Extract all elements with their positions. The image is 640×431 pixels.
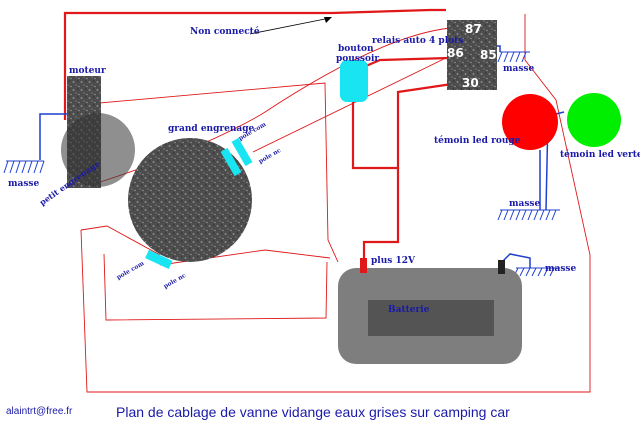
battery-inner-panel xyxy=(368,300,494,336)
wire-to-plus12v xyxy=(362,168,400,258)
ground-symbols xyxy=(3,51,560,277)
relay-pin-86: 86 xyxy=(447,46,464,60)
annotation-arrow xyxy=(249,17,332,35)
wire-button-to-30 xyxy=(351,82,453,170)
thick-wires xyxy=(63,8,453,258)
label-temoin-verte: témoin led verte xyxy=(560,150,640,160)
label-moteur: moteur xyxy=(69,66,106,76)
footer-email: alaintrt@free.fr xyxy=(6,406,73,417)
pole-contact-nc-top xyxy=(220,147,242,177)
wire-outline-right xyxy=(80,14,591,393)
label-masse-left: masse xyxy=(8,179,40,189)
label-temoin-rouge: témoin led rouge xyxy=(434,136,521,146)
battery-positive-terminal xyxy=(360,258,367,273)
wire-outline-lower xyxy=(103,253,328,321)
wire-battery-ground xyxy=(499,253,531,268)
battery-negative-terminal xyxy=(498,260,505,274)
pole-contact-com-top xyxy=(231,137,253,167)
ground-left xyxy=(3,160,45,174)
ground-leds xyxy=(497,209,560,221)
label-plus-12v: plus 12V xyxy=(371,256,415,266)
relay-pin-30: 30 xyxy=(462,76,479,90)
small-gear xyxy=(61,113,135,187)
wire-top xyxy=(63,8,446,120)
push-button xyxy=(340,60,368,102)
wire-motor-ground xyxy=(39,113,67,160)
label-relais: relais auto 4 plots xyxy=(372,36,464,46)
pole-contact-bottom xyxy=(145,249,173,270)
wire-button-to-relay xyxy=(365,56,450,68)
ground-relay xyxy=(497,51,530,63)
wire-pole-to-relay xyxy=(252,55,451,153)
label-masse-battery: masse xyxy=(545,264,577,274)
label-bouton-line1: bouton xyxy=(338,44,374,54)
label-bouton-line2: poussoir xyxy=(336,54,380,64)
label-grand-engrenage: grand engrenage xyxy=(168,124,255,134)
label-batterie: Batterie xyxy=(388,305,430,315)
label-non-connecte: Non connecté xyxy=(190,27,260,37)
red-led xyxy=(502,94,558,150)
label-masse-relay: masse xyxy=(503,64,535,74)
relay xyxy=(447,20,497,90)
green-led xyxy=(567,93,621,147)
big-gear xyxy=(128,138,252,262)
wire-to-pole-bottom xyxy=(80,225,161,256)
label-masse-leds: masse xyxy=(509,199,541,209)
ground-battery xyxy=(513,267,560,277)
relay-pin-87: 87 xyxy=(465,22,482,36)
relay-pin-85: 85 xyxy=(480,48,497,62)
footer-title: Plan de cablage de vanne vidange eaux gr… xyxy=(116,404,510,420)
